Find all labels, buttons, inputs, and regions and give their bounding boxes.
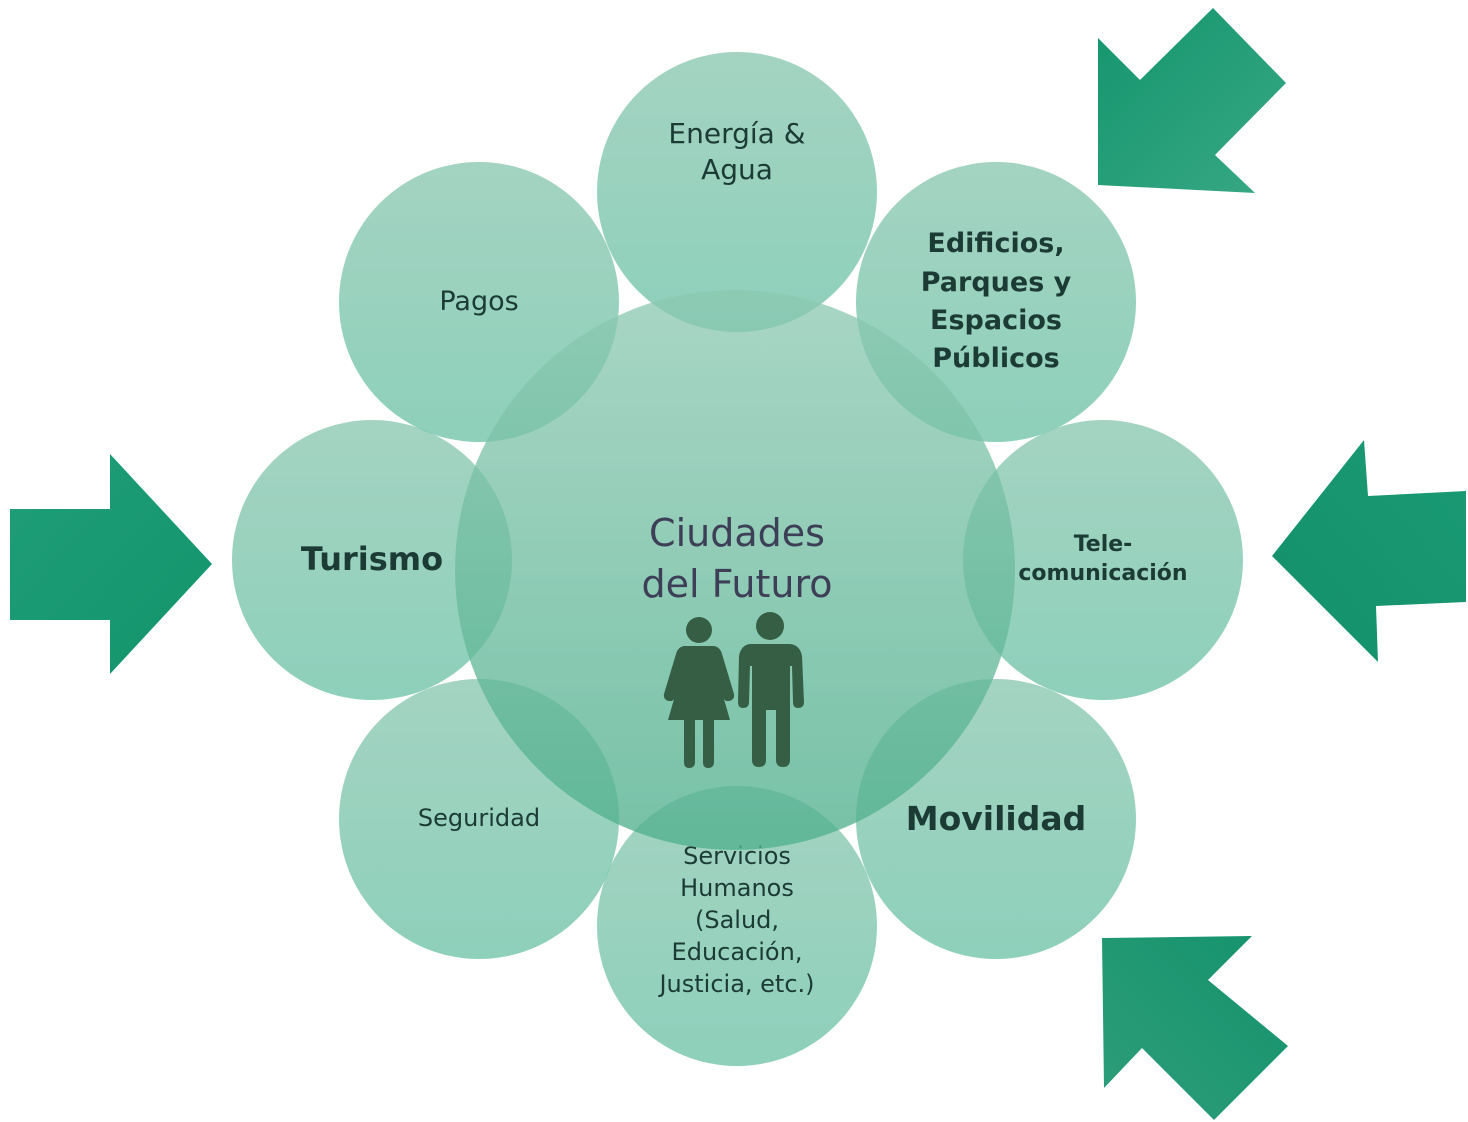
node-label: Edificios, Parques y Espacios Públicos [920, 228, 1072, 375]
arrow-up-left-icon [1102, 936, 1288, 1120]
people-icon [663, 612, 804, 768]
arrow-right-icon [10, 454, 212, 674]
arrow-left-icon [1272, 440, 1466, 662]
center-title: Ciudades del Futuro [641, 511, 833, 607]
node-label: Seguridad [417, 804, 541, 833]
node-label: Turismo [300, 540, 444, 579]
node-label: Energía & Agua [668, 116, 806, 186]
node-energia: Energía & Agua [597, 52, 877, 332]
node-label: Pagos [439, 286, 519, 318]
node-label: Tele- comunicación [1018, 532, 1188, 586]
arrow-down-left-icon [1098, 8, 1286, 193]
node-edificios: Edificios, Parques y Espacios Públicos [856, 162, 1136, 442]
node-label: Servicios Humanos (Salud, Educación, Jus… [659, 842, 815, 998]
node-label: Movilidad [905, 798, 1087, 838]
center-circle [455, 290, 1015, 850]
